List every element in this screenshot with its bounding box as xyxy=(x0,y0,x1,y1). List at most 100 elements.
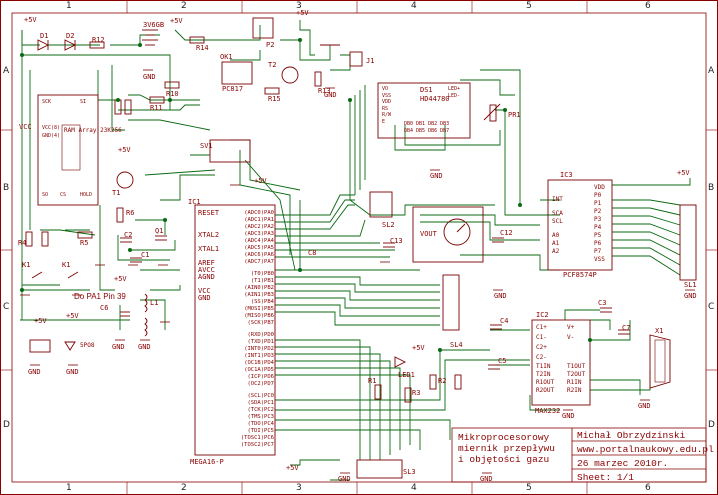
ds1-pin-rw: R/W xyxy=(382,112,392,118)
ic3-pin-p0: P0 xyxy=(594,192,602,199)
ic1-pin-pc7: (TOSC2)PC7 xyxy=(240,442,274,448)
net-gnd-1: GND xyxy=(143,73,156,81)
inner-frame xyxy=(11,12,707,483)
eeprom-pin-cs: CS xyxy=(60,192,67,198)
ds1-pin-db1: DB1 xyxy=(416,121,426,127)
net-5v-1: +5V xyxy=(24,16,37,24)
net-gnd-6: GND xyxy=(66,368,79,376)
ic3-pin-p7: P7 xyxy=(594,248,602,255)
ic2-pin-r1out: R1OUT xyxy=(536,379,555,386)
row-label-c-right: C xyxy=(708,302,715,312)
ic1-pin-pc2: (TCK)PC2 xyxy=(247,407,275,413)
col-label-5-bottom: 5 xyxy=(526,483,532,493)
net-5v-9: +5V xyxy=(66,312,79,320)
eeprom-body xyxy=(37,94,99,206)
ic3-pin-int: INT xyxy=(552,196,563,203)
title-line-2: miernik przepływu xyxy=(458,443,555,454)
row-label-d-right: D xyxy=(708,420,715,430)
sl3-label: SL3 xyxy=(403,468,416,476)
d2-label: D2 xyxy=(66,32,75,40)
ic2-pin-c2m: C2- xyxy=(536,354,547,361)
ic1-pin-pa3: (ADC3)PA3 xyxy=(244,231,274,237)
ic1-pin-pb2: (AIN0)PB2 xyxy=(244,285,274,291)
ic3-pin-scl: SCL xyxy=(552,218,563,225)
col-label-6: 6 xyxy=(645,1,651,11)
ds1-left-pins: VO VSS VDD RS R/W E xyxy=(382,86,391,125)
ic1-pin-gnd: GND xyxy=(198,294,211,302)
c12-label: C12 xyxy=(500,229,513,237)
ic1-pin-pd0: (RXD)PD0 xyxy=(247,332,275,338)
sl1-body xyxy=(679,204,697,281)
ic1-pin-pc5: (TDI)PC5 xyxy=(247,428,275,434)
ds1-pin-vo: VO xyxy=(382,86,389,92)
title-line-3: i objętości gazu xyxy=(458,454,550,465)
ic1-part: MEGA16-P xyxy=(190,458,224,466)
col-label-1: 1 xyxy=(66,1,72,11)
ic1-pin-pa5: (ADC5)PA5 xyxy=(244,245,274,251)
title-line-1: Mikroprocesorowy xyxy=(458,432,550,443)
ic1-body xyxy=(194,204,276,456)
r3-label: R3 xyxy=(412,389,421,397)
ic1-pin-pd3: (INT1)PD3 xyxy=(244,353,274,359)
col-label-6-bottom: 6 xyxy=(645,483,651,493)
ic1-pin-pa0: (ADC0)PA0 xyxy=(244,210,274,216)
ic1-pin-pa1: (ADC1)PA1 xyxy=(244,217,274,223)
net-5v-6: +5V xyxy=(677,169,690,177)
ic1-pin-pa7: (ADC7)PA7 xyxy=(244,259,274,265)
title-block-date: 26 marzec 2010r. xyxy=(577,458,669,469)
ic1-pin-pb1: (T1)PB1 xyxy=(250,278,274,284)
eeprom-pin-si: SI xyxy=(80,99,87,105)
ds1-pin-vss: VSS xyxy=(382,92,392,99)
ic3-pin-p6: P6 xyxy=(594,240,602,247)
ds1-pin-rs: RS xyxy=(382,105,389,112)
r4-label: R4 xyxy=(18,239,27,247)
t2-label: T2 xyxy=(268,61,277,69)
ds1-pin-db4: DB4 xyxy=(404,128,414,134)
sv1-body xyxy=(209,139,251,163)
ic3-right-pins: VDD P0 P1 P2 P3 P4 P5 P6 P7 VSS xyxy=(594,184,605,264)
ic1-pin-pc6: (TOSC1)PC6 xyxy=(240,435,274,441)
ic1-pin-vcc: VCC xyxy=(198,287,211,295)
ic2-pin-c2p: C2+ xyxy=(536,344,547,351)
net-gnd-3: GND xyxy=(430,172,443,180)
r6-label: R6 xyxy=(126,209,135,217)
sv1-label: SV1 xyxy=(200,142,213,150)
col-label-1-bottom: 1 xyxy=(66,483,72,493)
ic2-pin-vplus: V+ xyxy=(567,324,575,331)
ic2-pin-t1in: T1IN xyxy=(536,363,551,370)
ic3-pin-vss: VSS xyxy=(594,256,605,263)
c2-label: C2 xyxy=(124,231,133,239)
ic1-pin-pd7: (OC2)PD7 xyxy=(247,381,275,387)
ic2-pin-c1m: C1- xyxy=(536,334,547,341)
gnd-symbols xyxy=(20,69,695,474)
r10-label: R10 xyxy=(166,90,179,98)
vout-label: VOUT xyxy=(420,230,437,238)
row-label-c: C xyxy=(3,302,10,312)
r13-label: R13 xyxy=(318,87,331,95)
net-gnd-4: GND xyxy=(494,292,507,300)
net-gnd-10: GND xyxy=(638,402,651,410)
ic2-body xyxy=(531,319,591,406)
net-gnd-9: GND xyxy=(562,412,575,420)
title-block-frame xyxy=(451,427,707,483)
k1-label-2: K1 xyxy=(62,261,71,269)
ok1-part: PC817 xyxy=(222,85,244,93)
ic2-pin-vminus: V- xyxy=(567,334,575,341)
ic1-right-pins: (ADC0)PA0 (ADC1)PA1 (ADC2)PA2 (ADC3)PA3 … xyxy=(236,210,274,449)
title-block-sheet: Sheet: 1/1 xyxy=(577,472,635,483)
ds1-right-pins: LED+ LED- xyxy=(448,86,460,99)
ic1-pin-pb6: (MISO)PB6 xyxy=(244,313,274,319)
l1-label: L1 xyxy=(150,299,159,307)
ic2-pin-r1in: R1IN xyxy=(567,379,582,386)
net-gnd-11: GND xyxy=(338,475,351,483)
ic1-pin-pc1: (SDA)PC1 xyxy=(247,400,275,406)
net-vcc-label: VCC xyxy=(19,123,32,131)
sl2-label: SL2 xyxy=(382,221,395,229)
q1-label: Q1 xyxy=(155,227,164,235)
ic2-part: MAX232 xyxy=(535,407,561,415)
eeprom-pin-gnd: GND(4) xyxy=(42,133,61,139)
eeprom-pin-hold: HOLD xyxy=(80,192,93,198)
ic1-pin-pb0: (T0)PB0 xyxy=(250,271,274,277)
